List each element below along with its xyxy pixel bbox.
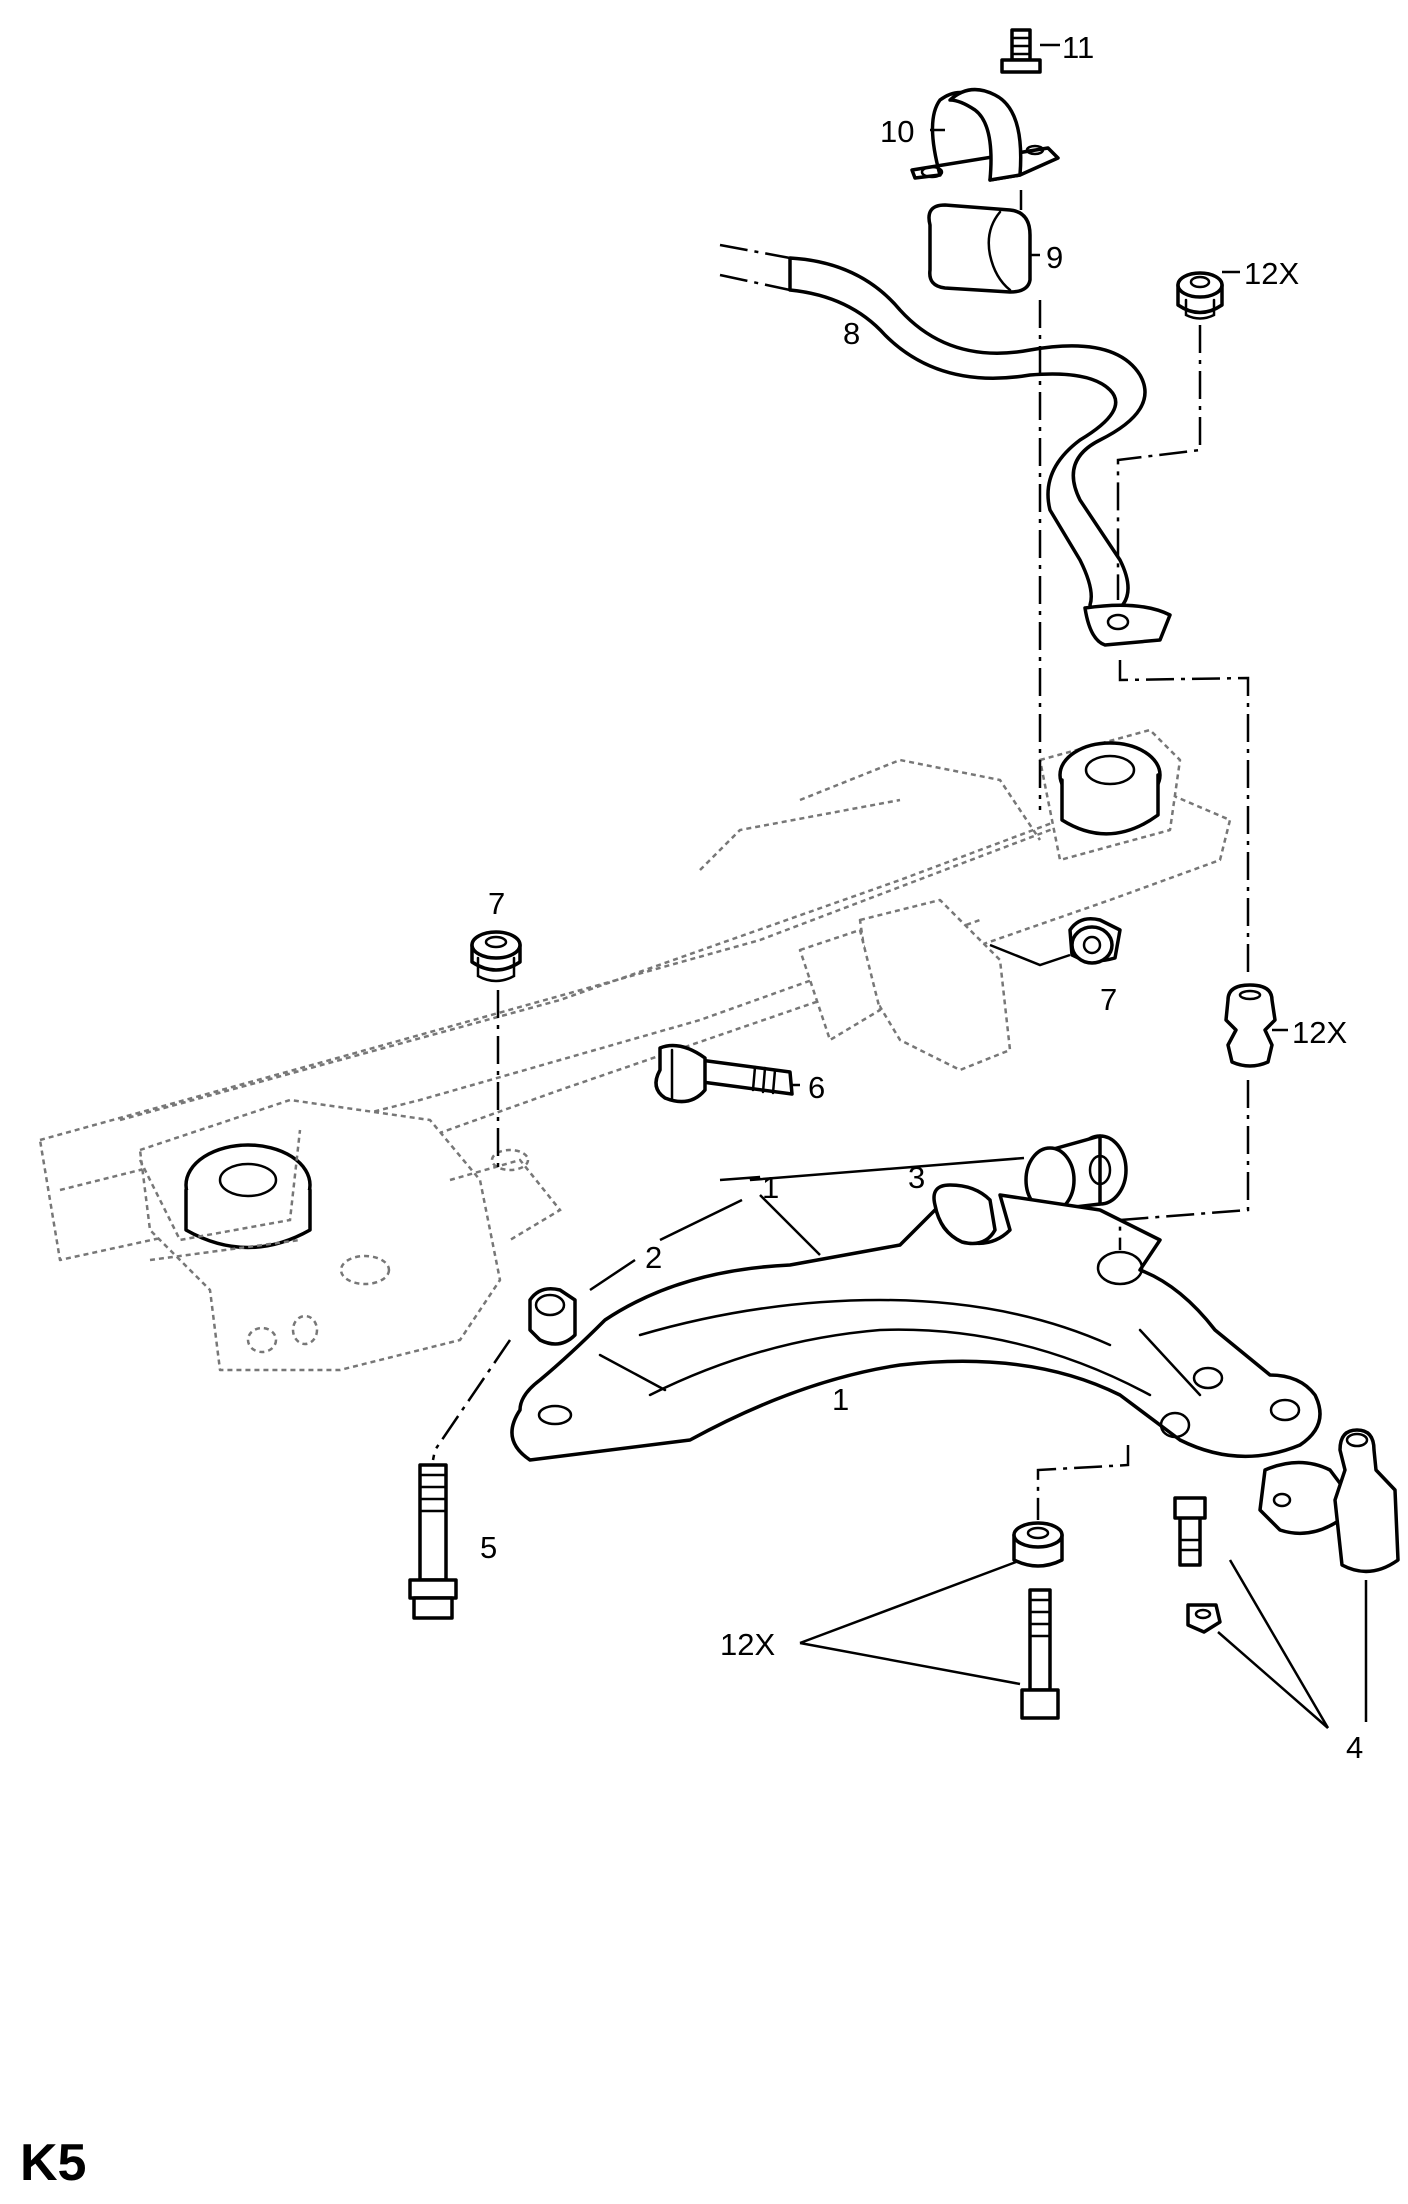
nut-7-right xyxy=(1068,917,1122,965)
bushing-3 xyxy=(1024,1134,1128,1214)
callout-1-lower: 1 xyxy=(832,1382,849,1417)
callout-12x-bottom: 12X xyxy=(720,1627,775,1662)
callout-12x-top: 12X xyxy=(1244,256,1299,291)
callout-8: 8 xyxy=(843,316,860,351)
stabilizer-bar xyxy=(719,243,1172,647)
callout-11: 11 xyxy=(1062,30,1094,65)
callout-12x-mid: 12X xyxy=(1292,1015,1347,1050)
bushing-12x-mid xyxy=(1224,983,1277,1068)
callout-5: 5 xyxy=(480,1530,497,1565)
bolt-5 xyxy=(408,1463,458,1620)
leader-lines xyxy=(589,43,1368,1729)
bolt-11 xyxy=(1000,28,1042,74)
callout-6: 6 xyxy=(808,1070,825,1105)
nut-7-left xyxy=(470,930,522,983)
callout-3: 3 xyxy=(908,1160,925,1195)
subframe-crossmember xyxy=(38,728,1232,1372)
control-arm-1 xyxy=(510,1183,1322,1462)
callout-7-left: 7 xyxy=(488,886,505,921)
bolt-12x-bottom xyxy=(1020,1588,1060,1720)
clamp-10 xyxy=(910,87,1060,182)
bushing-9 xyxy=(927,203,1032,294)
nut-12x-top xyxy=(1176,271,1224,320)
callout-1-upper: 1 xyxy=(762,1170,779,1205)
callout-7-right: 7 xyxy=(1100,982,1117,1017)
bolt-4 xyxy=(1173,1496,1207,1567)
callout-2: 2 xyxy=(645,1240,662,1275)
assembly-lines xyxy=(431,190,1250,1520)
callout-4: 4 xyxy=(1346,1730,1363,1765)
callout-9: 9 xyxy=(1046,240,1063,275)
page-code: K5 xyxy=(20,2134,86,2192)
ball-joint-4 xyxy=(1258,1428,1400,1574)
nut-4 xyxy=(1186,1603,1222,1634)
bolt-6 xyxy=(654,1043,794,1104)
bushing-12x-bottom xyxy=(1012,1521,1064,1568)
callout-labels: 11 10 9 12X 8 7 7 12X 6 1 3 2 1 5 12X 4 xyxy=(480,30,1363,1765)
callout-10: 10 xyxy=(880,114,914,149)
bushing-2 xyxy=(528,1287,577,1346)
